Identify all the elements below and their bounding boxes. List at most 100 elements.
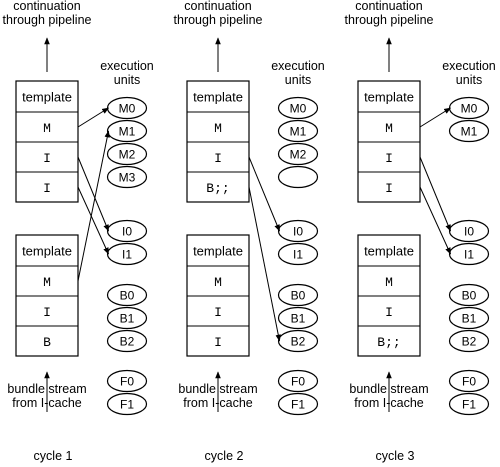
dispersal-arrow (77, 186, 109, 255)
bundle-stream-label: from I-cache (354, 396, 424, 410)
bundle-slot-label: I (43, 181, 51, 196)
execution-unit-label: B2 (120, 335, 135, 349)
execution-unit-oval (106, 283, 148, 307)
execution-unit-label: B1 (120, 312, 135, 326)
bundle-slot-label: M (214, 121, 222, 136)
execution-unit-label: F1 (120, 398, 134, 412)
dispersal-arrow (77, 156, 109, 232)
execution-unit-oval (277, 165, 319, 189)
bundle-slot-label: B;; (206, 181, 229, 196)
execution-units-label: units (285, 73, 311, 87)
continuation-label: continuation (355, 0, 422, 13)
execution-units-label: execution (100, 59, 154, 73)
execution-unit-label: M0 (119, 102, 136, 116)
execution-unit-oval (448, 392, 490, 416)
execution-unit-oval (106, 165, 148, 189)
execution-unit-oval (106, 369, 148, 393)
execution-unit-oval (106, 142, 148, 166)
execution-unit-oval (277, 306, 319, 330)
execution-unit-label: B0 (462, 289, 477, 303)
execution-unit-oval (448, 329, 490, 353)
execution-units-label: execution (442, 59, 496, 73)
bundle-template-label: template (364, 90, 414, 105)
execution-unit-label: B1 (291, 312, 306, 326)
execution-unit-label: M1 (461, 125, 478, 139)
execution-unit-label: M0 (290, 102, 307, 116)
execution-unit-label: B0 (120, 289, 135, 303)
dispersal-arrow (77, 130, 110, 282)
bundle-slot-label: I (214, 335, 222, 350)
dispersal-arrow (248, 156, 280, 232)
execution-unit-oval (448, 119, 490, 143)
execution-unit-label: B1 (462, 312, 477, 326)
continuation-label: through pipeline (3, 13, 92, 27)
bundle-stream-label: from I-cache (183, 396, 253, 410)
bundle-slot-label: I (385, 305, 393, 320)
execution-unit-label: I0 (464, 225, 474, 239)
cycle-caption: cycle 3 (376, 449, 415, 463)
execution-unit-label: M2 (290, 148, 307, 162)
execution-unit-label: M0 (461, 102, 478, 116)
execution-unit-oval (277, 119, 319, 143)
execution-unit-oval (106, 392, 148, 416)
bundle-stream-label: from I-cache (12, 396, 82, 410)
bundle-slot-label: I (385, 151, 393, 166)
execution-unit-label: F0 (462, 375, 476, 389)
execution-unit-label: F1 (462, 398, 476, 412)
bundle-slot-label: M (43, 121, 51, 136)
execution-units-label: execution (271, 59, 325, 73)
dispersal-arrow (419, 156, 451, 232)
execution-unit-oval (448, 306, 490, 330)
bundle-slot-label: I (214, 305, 222, 320)
execution-unit-label: B2 (462, 335, 477, 349)
execution-unit-label: F1 (291, 398, 305, 412)
bundle-stream-label: bundle stream (349, 382, 428, 396)
execution-units-label: units (456, 73, 482, 87)
execution-unit-label: F0 (291, 375, 305, 389)
bundle-slot-label: M (214, 275, 222, 290)
execution-unit-oval (277, 96, 319, 120)
dispersal-arrow (419, 107, 452, 128)
bundle-stream-label: bundle stream (7, 382, 86, 396)
execution-unit-label: M1 (119, 125, 136, 139)
cycle-caption: cycle 2 (205, 449, 244, 463)
bundle-slot-label: I (43, 151, 51, 166)
execution-unit-label: I0 (293, 225, 303, 239)
execution-unit-oval (277, 283, 319, 307)
bundle-template-label: template (193, 244, 243, 259)
bundle-template-label: template (22, 244, 72, 259)
dispersal-arrow (419, 186, 451, 255)
continuation-label: continuation (184, 0, 251, 13)
bundle-slot-label: M (385, 275, 393, 290)
bundle-template-label: template (364, 244, 414, 259)
cycle-caption: cycle 1 (34, 449, 73, 463)
execution-unit-oval (448, 283, 490, 307)
bundle-slot-label: I (43, 305, 51, 320)
execution-unit-label: B0 (291, 289, 306, 303)
execution-unit-label: I1 (464, 248, 474, 262)
execution-unit-oval (448, 369, 490, 393)
execution-unit-oval (106, 329, 148, 353)
execution-unit-oval (277, 242, 319, 266)
bundle-template-label: template (193, 90, 243, 105)
execution-unit-label: M2 (119, 148, 136, 162)
execution-unit-label: I1 (293, 248, 303, 262)
continuation-label: through pipeline (345, 13, 434, 27)
bundle-slot-label: M (385, 121, 393, 136)
bundle-slot-label: I (214, 151, 222, 166)
execution-unit-label: I1 (122, 248, 132, 262)
bundle-slot-label: B (43, 335, 51, 350)
continuation-label: continuation (13, 0, 80, 13)
dispersal-arrow (77, 107, 110, 128)
continuation-label: through pipeline (174, 13, 263, 27)
bundle-slot-label: M (43, 275, 51, 290)
execution-unit-oval (277, 392, 319, 416)
bundle-template-label: template (22, 90, 72, 105)
dispersal-arrow (248, 186, 282, 342)
execution-unit-label: B2 (291, 335, 306, 349)
bundle-slot-label: I (385, 181, 393, 196)
execution-units-label: units (114, 73, 140, 87)
execution-unit-label: I0 (122, 225, 132, 239)
bundle-stream-label: bundle stream (178, 382, 257, 396)
